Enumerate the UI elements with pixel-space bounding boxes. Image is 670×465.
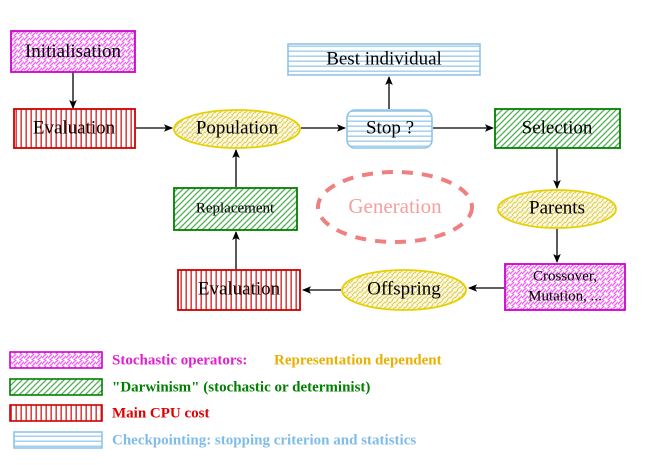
node-crossover-label-line2: Mutation, ... <box>528 288 602 304</box>
node-population[interactable]: Population <box>173 109 301 149</box>
node-best-individual[interactable]: Best individual <box>287 43 481 76</box>
node-best-individual-label: Best individual <box>326 48 442 69</box>
node-parents[interactable]: Parents <box>497 189 617 229</box>
node-crossover-label-line1: Crossover, <box>533 268 597 284</box>
node-replacement[interactable]: Replacement <box>173 187 298 231</box>
node-selection-label: Selection <box>522 117 593 138</box>
legend-label-main-cpu-cost: Main CPU cost <box>112 405 210 421</box>
legend-row-darwinism: "Darwinism" (stochastic or determinist) <box>9 378 370 396</box>
node-offspring-label: Offspring <box>367 278 441 299</box>
legend-swatch-magenta-hatch <box>9 351 103 369</box>
node-evaluation-bottom[interactable]: Evaluation <box>177 269 301 311</box>
node-replacement-label: Replacement <box>196 200 275 216</box>
node-stop[interactable]: Stop ? <box>346 109 433 149</box>
edge-group <box>69 72 561 294</box>
node-parents-label: Parents <box>529 197 585 218</box>
legend-label-darwinism: "Darwinism" (stochastic or determinist) <box>112 379 370 395</box>
legend-row-checkpointing: Checkpointing: stopping criterion and st… <box>13 431 416 449</box>
legend-swatch-blue-horizontal <box>13 431 103 449</box>
node-offspring[interactable]: Offspring <box>341 269 467 311</box>
node-evaluation-top[interactable]: Evaluation <box>13 108 136 149</box>
node-generation-label: Generation <box>348 194 442 218</box>
node-evaluation-top-label: Evaluation <box>33 117 116 138</box>
node-population-label: Population <box>196 117 279 138</box>
legend-row-main-cpu-cost: Main CPU cost <box>9 404 210 422</box>
legend: Stochastic operators: Representation dep… <box>9 351 442 449</box>
node-initialisation-label: Initialisation <box>25 41 122 62</box>
legend-swatch-green-hatch <box>9 378 103 396</box>
legend-label-stochastic-operators: Stochastic operators: <box>112 352 247 368</box>
legend-label-checkpointing: Checkpointing: stopping criterion and st… <box>112 432 416 448</box>
node-stop-label: Stop ? <box>366 117 414 138</box>
legend-row-stochastic-operators: Stochastic operators: Representation dep… <box>9 351 442 369</box>
legend-swatch-red-vertical <box>9 404 103 422</box>
node-crossover-mutation[interactable]: Crossover, Mutation, ... <box>504 263 626 311</box>
legend-label-representation-dependent: Representation dependent <box>274 352 442 368</box>
node-initialisation[interactable]: Initialisation <box>10 30 136 73</box>
node-selection[interactable]: Selection <box>494 108 621 149</box>
node-evaluation-bottom-label: Evaluation <box>198 278 281 299</box>
node-generation: Generation <box>316 170 474 244</box>
